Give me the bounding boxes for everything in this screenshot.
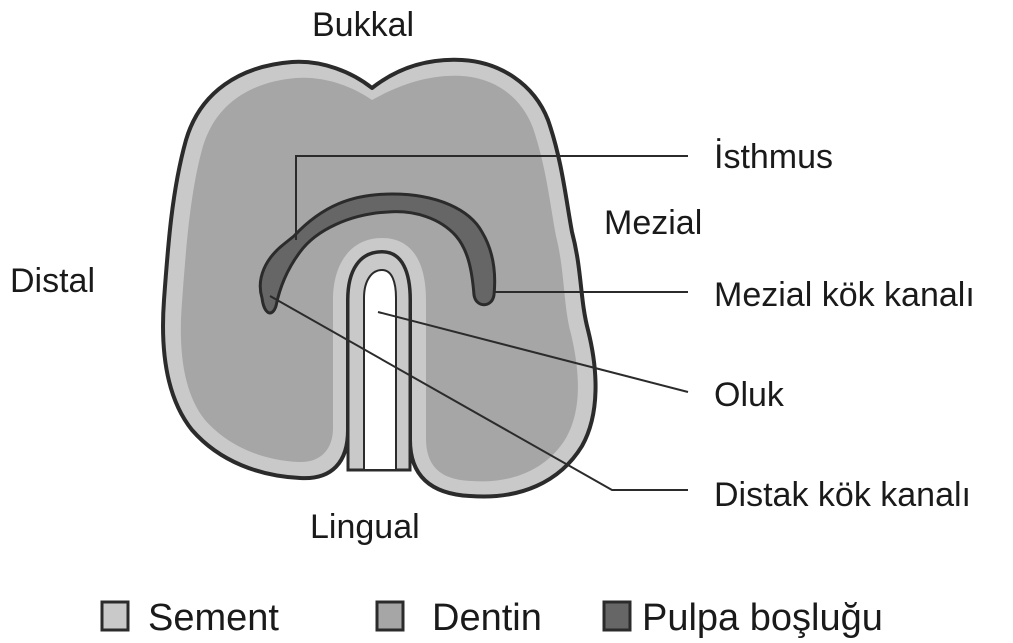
legend-item-dentin: Dentin — [377, 597, 542, 639]
legend-label-pulp-space: Pulpa boşluğu — [642, 597, 883, 639]
legend: Sement Dentin Pulpa boşluğu — [102, 597, 883, 639]
legend-item-cementum: Sement — [102, 597, 279, 639]
label-distal: Distal — [10, 262, 95, 300]
label-lingual: Lingual — [310, 508, 420, 546]
legend-label-cementum: Sement — [148, 597, 279, 639]
label-mesial-root-canal: Mezial kök kanalı — [714, 276, 975, 314]
legend-swatch-pulp-space — [604, 602, 630, 630]
legend-swatch-dentin — [377, 602, 403, 630]
label-isthmus: İsthmus — [714, 138, 833, 176]
legend-swatch-cementum — [102, 602, 128, 630]
label-distal-root-canal: Distak kök kanalı — [714, 476, 971, 514]
groove-inner — [364, 270, 396, 470]
legend-item-pulp-space: Pulpa boşluğu — [604, 597, 883, 639]
label-bukkal: Bukkal — [312, 6, 414, 44]
label-groove: Oluk — [714, 376, 785, 414]
label-mezial: Mezial — [604, 204, 702, 242]
legend-label-dentin: Dentin — [432, 597, 542, 639]
